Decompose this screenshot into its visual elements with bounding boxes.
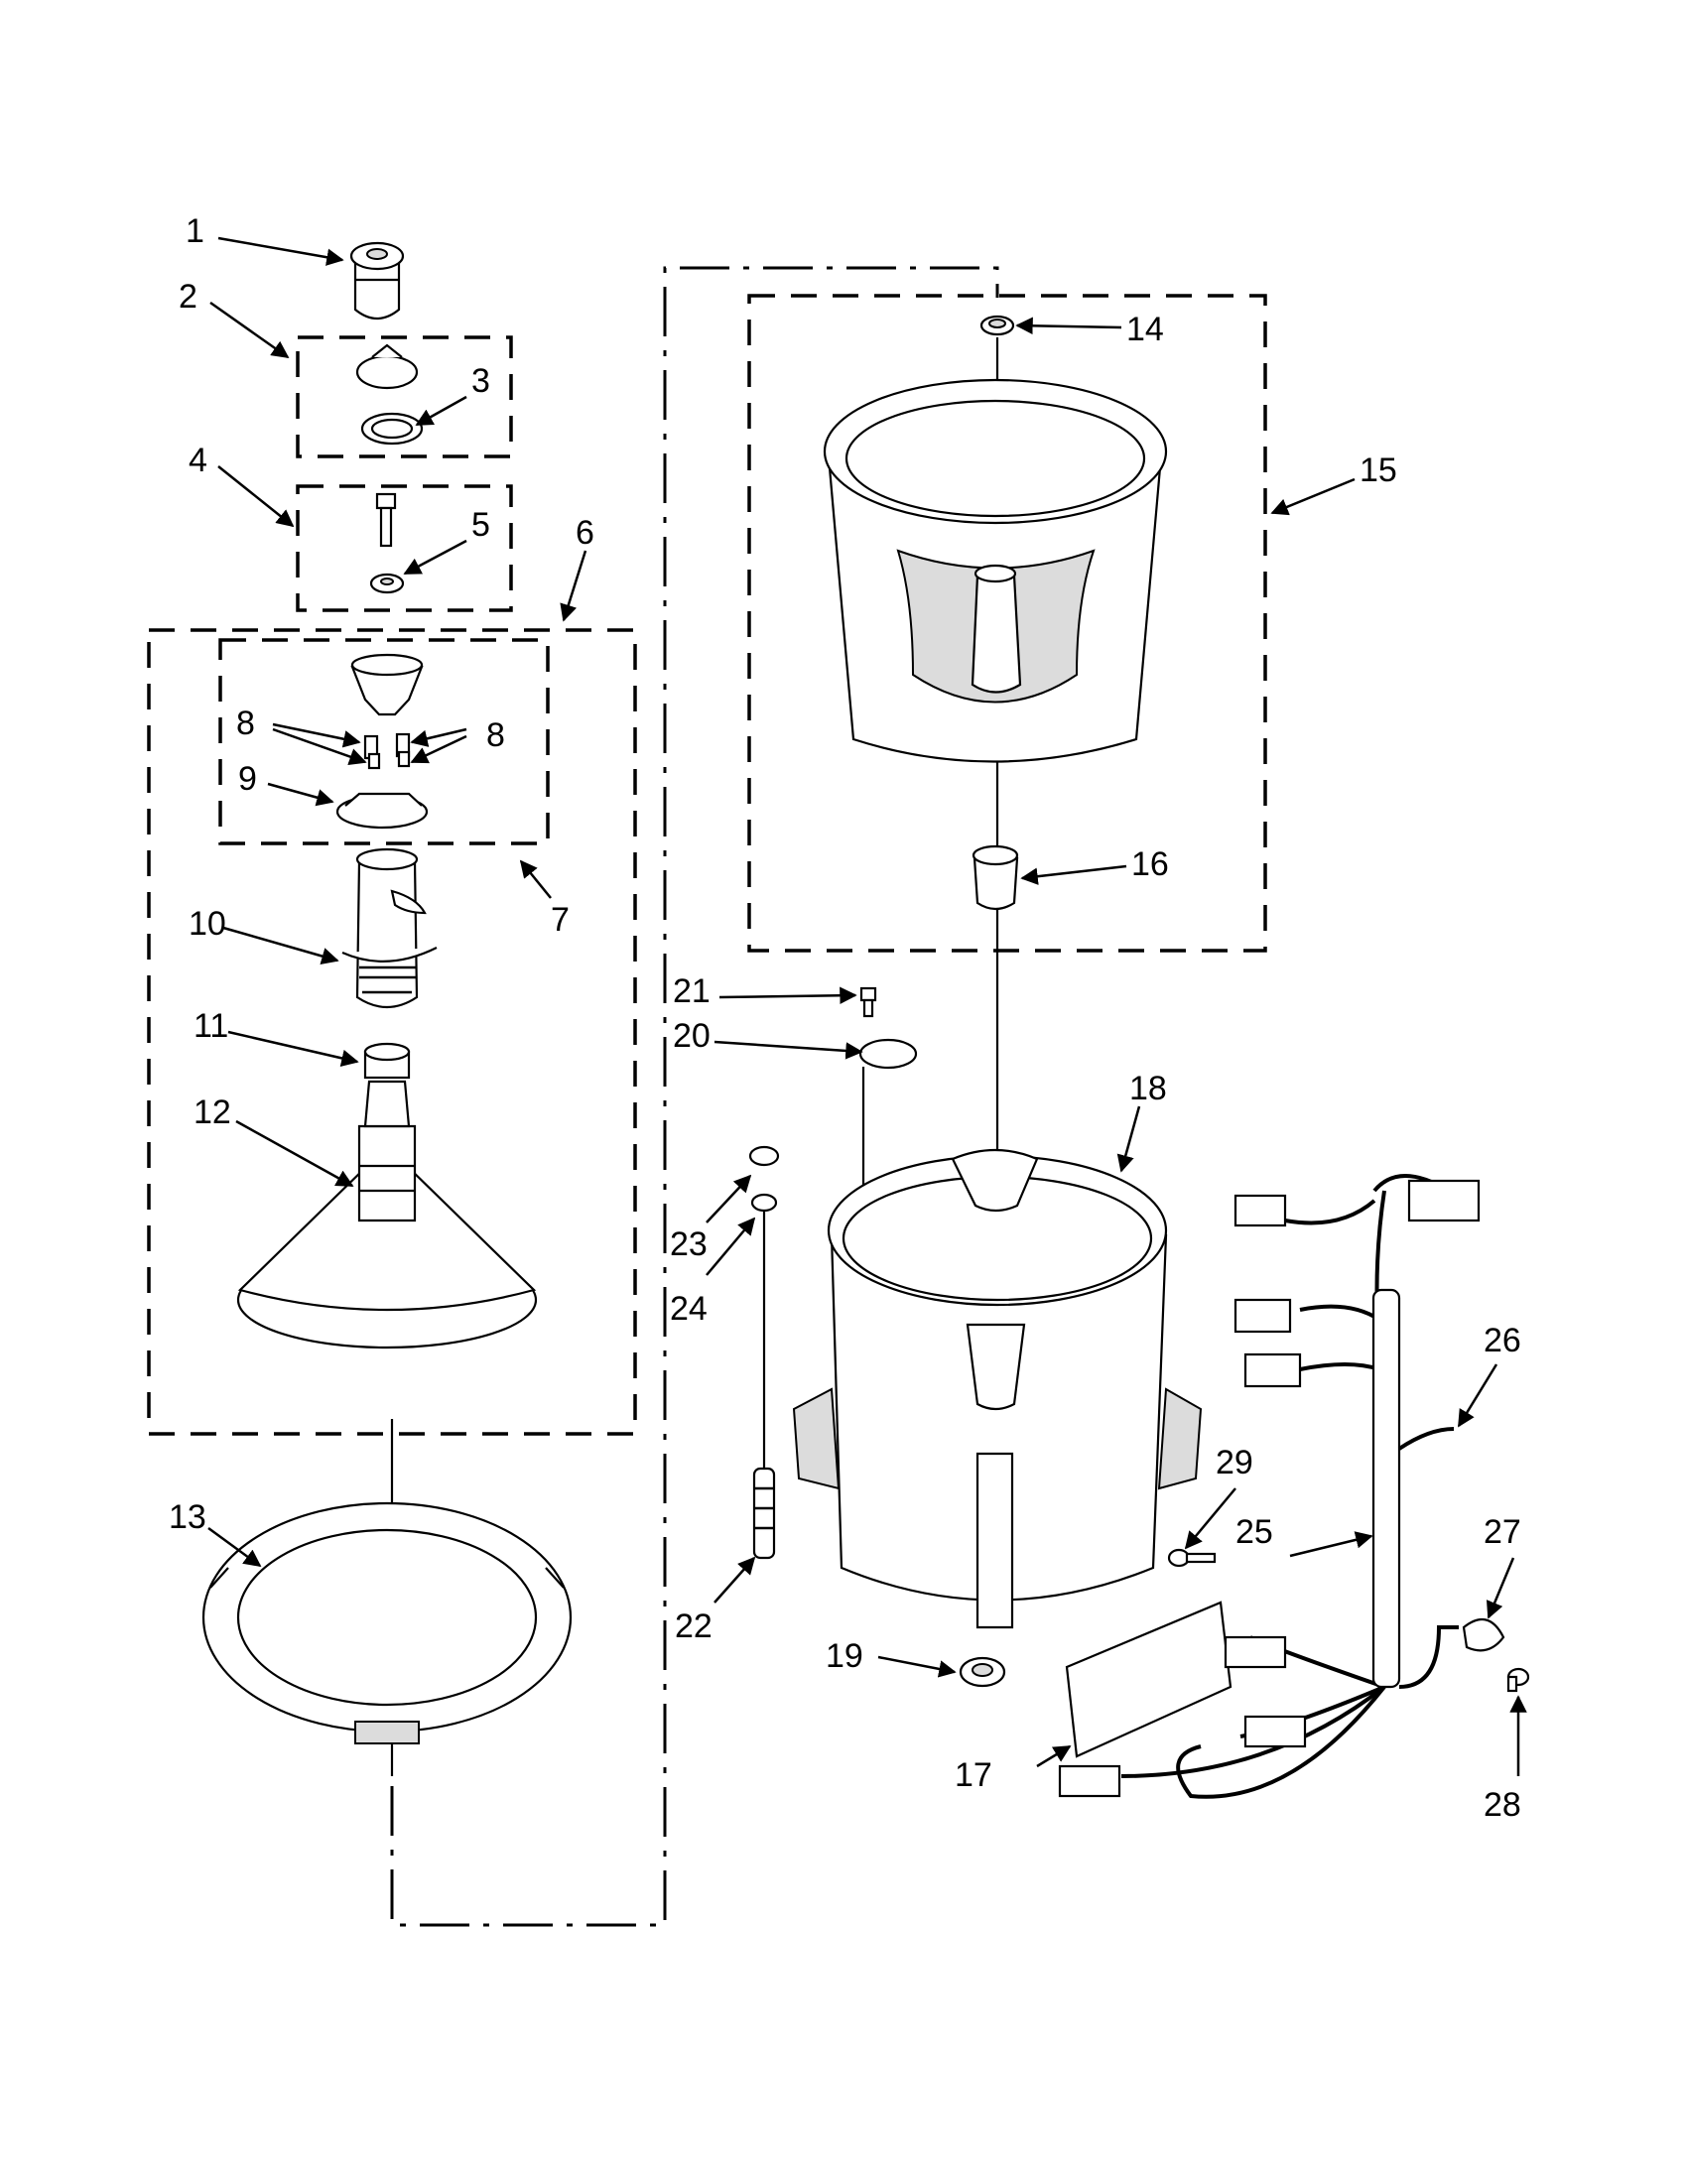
agitator-base-part	[236, 1080, 538, 1349]
drive-hub-part	[972, 844, 1019, 911]
callout-29: 29	[1216, 1444, 1253, 1481]
callout-labels: 1 2 3 4 5 6 8 8 9 7 10 11 12 13 14 15 16…	[169, 212, 1521, 1824]
dog-retainer-part	[350, 653, 424, 716]
spring-22-part	[752, 1467, 776, 1560]
callout-1: 1	[186, 212, 204, 250]
callout-16: 16	[1131, 845, 1169, 883]
callout-8-left: 8	[236, 705, 255, 742]
leader-lines	[207, 236, 1527, 1776]
cam-plate-part	[335, 792, 429, 830]
callout-26: 26	[1484, 1322, 1521, 1359]
callout-2: 2	[179, 278, 197, 316]
callout-6: 6	[576, 514, 594, 552]
callout-4: 4	[189, 442, 207, 479]
agitator-cap-part	[349, 241, 405, 321]
callout-23: 23	[670, 1225, 708, 1263]
hose-23-part	[748, 1145, 780, 1469]
callout-14: 14	[1126, 311, 1164, 348]
washer-part	[369, 573, 405, 594]
screw-28-part	[1506, 1667, 1530, 1693]
callout-19: 19	[826, 1637, 863, 1675]
group-box-2	[296, 335, 513, 458]
callout-8-right: 8	[486, 716, 505, 754]
callout-17: 17	[955, 1756, 992, 1794]
group-box-6	[147, 628, 637, 1436]
wash-basket-part	[823, 378, 1168, 763]
wire-harness-part	[1058, 1174, 1481, 1799]
auger-part	[341, 847, 438, 1008]
bolt-21-part	[859, 986, 877, 1018]
callout-28: 28	[1484, 1786, 1521, 1824]
callout-3: 3	[471, 362, 490, 400]
outer-tub-part	[792, 1148, 1203, 1629]
group-box-4	[296, 484, 513, 612]
tub-plate-17-part	[1065, 1601, 1233, 1758]
assembly-connection-line	[390, 266, 999, 1927]
seal-19-part	[959, 1656, 1006, 1688]
callout-18: 18	[1129, 1070, 1167, 1107]
bearing-part	[363, 1042, 411, 1080]
callout-25: 25	[1235, 1513, 1273, 1551]
callout-21: 21	[673, 972, 711, 1010]
callout-9: 9	[238, 760, 257, 798]
callout-15: 15	[1360, 451, 1397, 489]
seal-ring-inner	[370, 418, 414, 440]
screw-29-part	[1167, 1548, 1217, 1568]
clip-27-part	[1462, 1617, 1505, 1652]
callout-11: 11	[194, 1007, 228, 1045]
callout-5: 5	[471, 506, 490, 544]
bracket-20-part	[858, 1038, 918, 1070]
callout-27: 27	[1484, 1513, 1521, 1551]
callout-12: 12	[194, 1093, 231, 1131]
callout-13: 13	[169, 1498, 206, 1536]
callout-24: 24	[670, 1290, 708, 1328]
callout-7: 7	[551, 901, 570, 939]
balance-ring-part	[201, 1501, 573, 1744]
callout-20: 20	[673, 1017, 711, 1055]
basket-nut-part	[979, 315, 1015, 336]
callout-10: 10	[189, 905, 226, 943]
agitator-dog-parts	[363, 732, 411, 770]
cam-part	[355, 343, 419, 390]
bolt-part	[375, 492, 397, 548]
group-box-15	[747, 294, 1267, 953]
callout-22: 22	[675, 1607, 713, 1645]
group-box-7	[218, 638, 550, 845]
